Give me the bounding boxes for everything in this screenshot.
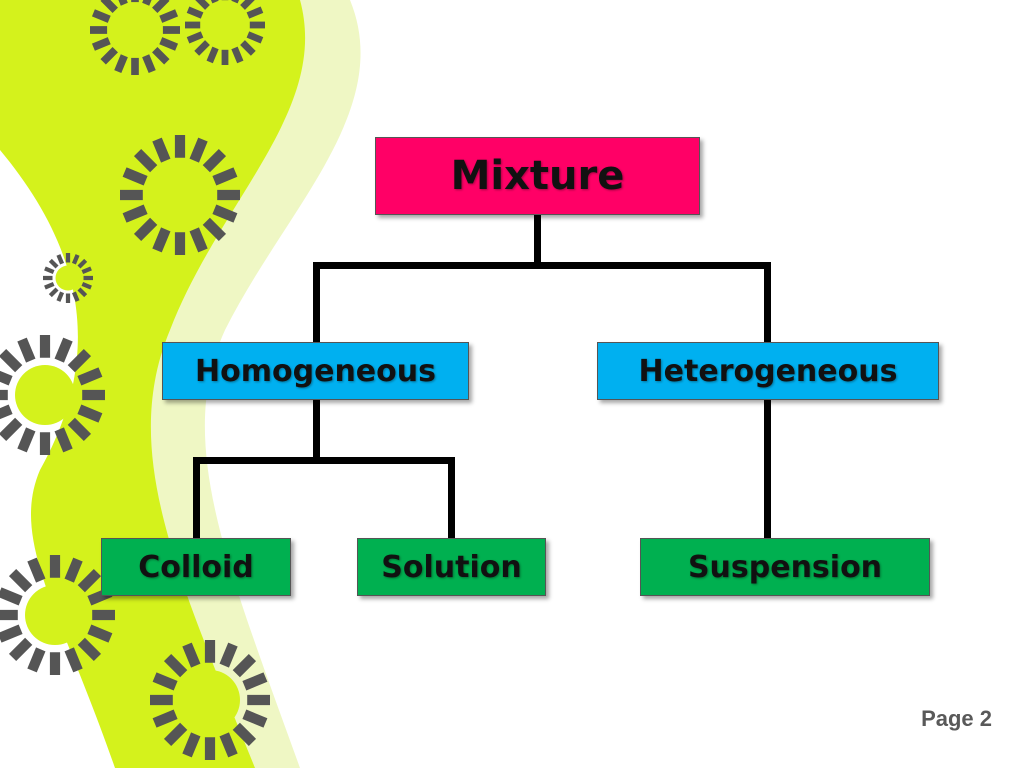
connector-line <box>313 400 320 462</box>
sun-icon <box>150 640 270 760</box>
sun-icon <box>185 0 265 65</box>
connector-line <box>313 262 320 342</box>
sun-icon <box>0 335 105 455</box>
heterogeneous-node: Heterogeneous <box>597 342 939 400</box>
connector-line <box>313 262 770 269</box>
connector-line <box>534 215 541 267</box>
connector-line <box>764 262 771 342</box>
connector-line <box>193 457 455 464</box>
sun-icon <box>120 135 240 255</box>
suspension-node: Suspension <box>640 538 930 596</box>
sun-icon <box>0 555 115 675</box>
connector-line <box>448 457 455 538</box>
sun-icons <box>0 0 270 760</box>
mixture-node: Mixture <box>375 137 700 215</box>
page-number: Page 2 <box>921 706 992 731</box>
connector-line <box>764 400 771 538</box>
connector-line <box>193 457 200 538</box>
sun-icon <box>43 253 93 303</box>
colloid-node: Colloid <box>101 538 291 596</box>
sun-icon <box>90 0 180 75</box>
solution-node: Solution <box>357 538 546 596</box>
homogeneous-node: Homogeneous <box>162 342 469 400</box>
